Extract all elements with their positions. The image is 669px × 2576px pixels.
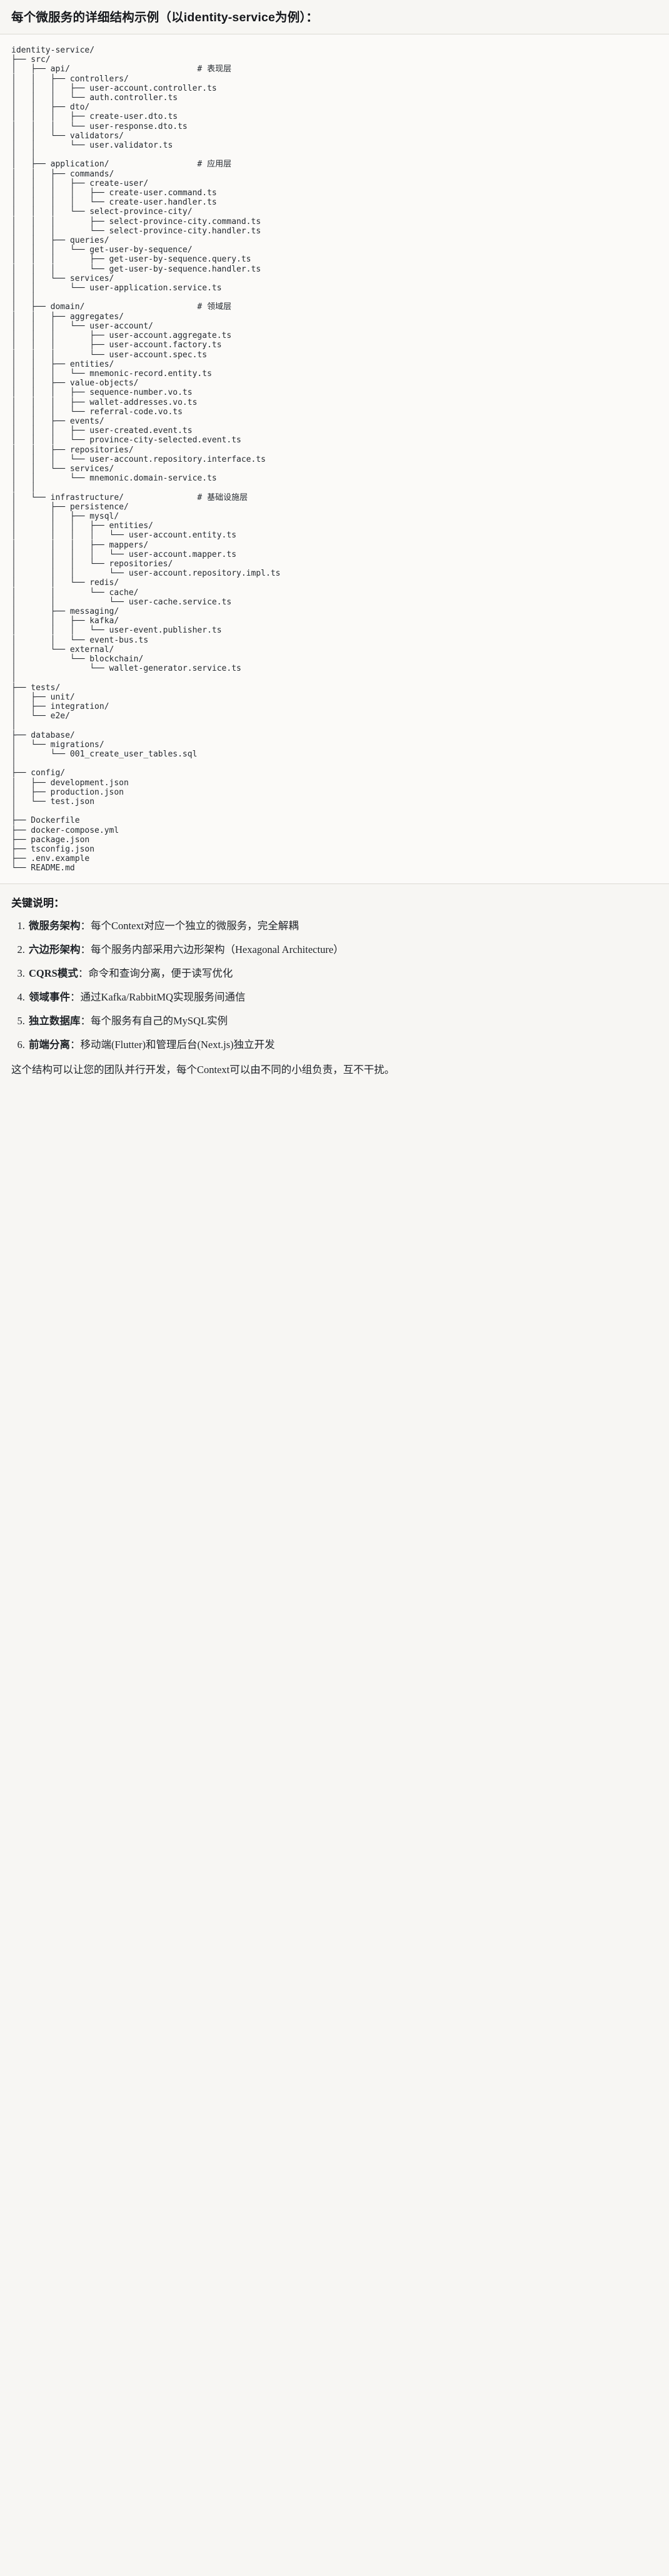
key-point-term: 微服务架构	[29, 919, 81, 932]
directory-tree[interactable]: identity-service/ ├── src/ │ ├── api/ # …	[11, 46, 281, 873]
key-point-term: 独立数据库	[29, 1014, 81, 1027]
document-page: 每个微服务的详细结构示例（以identity-service为例）： ident…	[0, 0, 669, 1096]
key-point-term: 六边形架构	[29, 943, 81, 955]
key-point-desc: ：每个服务有自己的MySQL实例	[80, 1014, 228, 1027]
list-item: CQRS模式：命令和查询分离，便于读写优化	[28, 965, 658, 982]
code-divider	[0, 883, 669, 884]
page-title: 每个微服务的详细结构示例（以identity-service为例）：	[11, 11, 319, 24]
key-point-term: 领域事件	[29, 990, 70, 1003]
closing-paragraph: 这个结构可以让您的团队并行开发，每个Context可以由不同的小组负责，互不干扰…	[11, 1063, 395, 1076]
key-point-desc: ：每个服务内部采用六边形架构（Hexagonal Architecture）	[80, 943, 344, 955]
list-item: 六边形架构：每个服务内部采用六边形架构（Hexagonal Architectu…	[28, 942, 658, 958]
key-points-list: 微服务架构：每个Context对应一个独立的微服务，完全解耦 六边形架构：每个服…	[11, 918, 658, 1053]
list-item: 领域事件：通过Kafka/RabbitMQ实现服务间通信	[28, 989, 658, 1005]
key-point-term: 前端分离	[29, 1038, 70, 1051]
key-point-desc: ：移动端(Flutter)和管理后台(Next.js)独立开发	[70, 1038, 275, 1051]
key-point-desc: ：每个Context对应一个独立的微服务，完全解耦	[80, 919, 299, 932]
list-item: 微服务架构：每个Context对应一个独立的微服务，完全解耦	[28, 918, 658, 934]
key-points-section: 关键说明： 微服务架构：每个Context对应一个独立的微服务，完全解耦 六边形…	[0, 884, 669, 1096]
key-points-heading: 关键说明：	[11, 897, 64, 909]
list-item: 独立数据库：每个服务有自己的MySQL实例	[28, 1013, 658, 1029]
key-point-desc: ：命令和查询分离，便于读写优化	[78, 967, 233, 979]
key-point-desc: ：通过Kafka/RabbitMQ实现服务间通信	[70, 990, 246, 1003]
code-block[interactable]: identity-service/ ├── src/ │ ├── api/ # …	[0, 34, 669, 883]
list-item: 前端分离：移动端(Flutter)和管理后台(Next.js)独立开发	[28, 1037, 658, 1053]
key-point-term: CQRS模式	[29, 967, 78, 979]
